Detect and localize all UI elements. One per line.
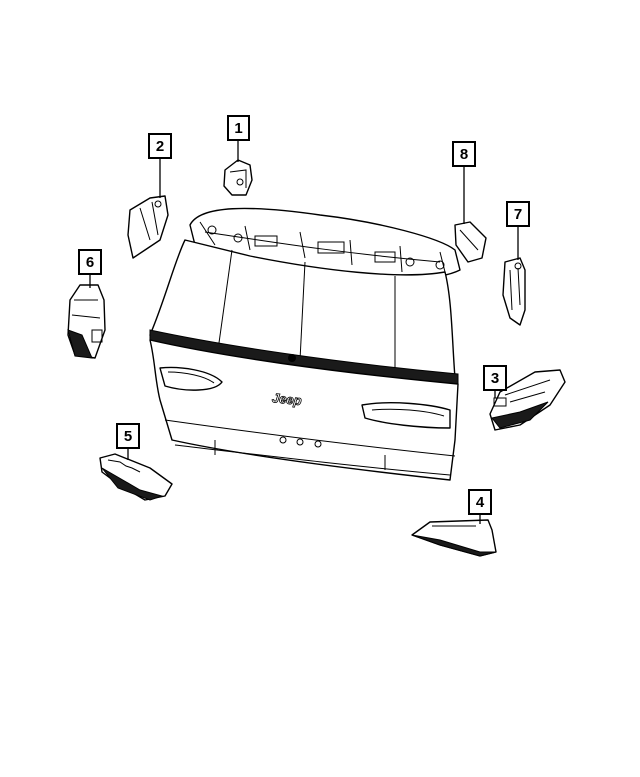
callout-6: 6 (78, 249, 102, 275)
callout-1: 1 (227, 115, 250, 141)
callout-7: 7 (506, 201, 530, 227)
part-6-tail-lamp (67, 284, 106, 359)
part-7-seal (502, 257, 526, 326)
callout-3-label: 3 (491, 370, 499, 387)
callout-5-label: 5 (124, 428, 132, 445)
part-2-seal (127, 195, 169, 259)
part-5-lower-lamp (99, 453, 173, 501)
part-8-bracket (454, 221, 487, 263)
callout-4-label: 4 (476, 494, 485, 511)
callout-7-label: 7 (514, 206, 522, 223)
part-1-bracket (223, 159, 253, 196)
part-4-lower-lamp (411, 519, 497, 557)
callout-2-label: 2 (156, 138, 164, 155)
jeep-badge: Jeep (271, 390, 302, 408)
callout-8-label: 8 (460, 146, 468, 163)
callout-4: 4 (468, 489, 492, 515)
callout-3: 3 (483, 365, 507, 391)
callout-8: 8 (452, 141, 476, 167)
callout-2: 2 (148, 133, 172, 159)
part-3-tail-lamp (489, 369, 566, 431)
callout-6-label: 6 (86, 254, 94, 271)
callout-5: 5 (116, 423, 140, 449)
liftgate: Jeep (149, 207, 461, 481)
callout-1-label: 1 (234, 120, 242, 137)
